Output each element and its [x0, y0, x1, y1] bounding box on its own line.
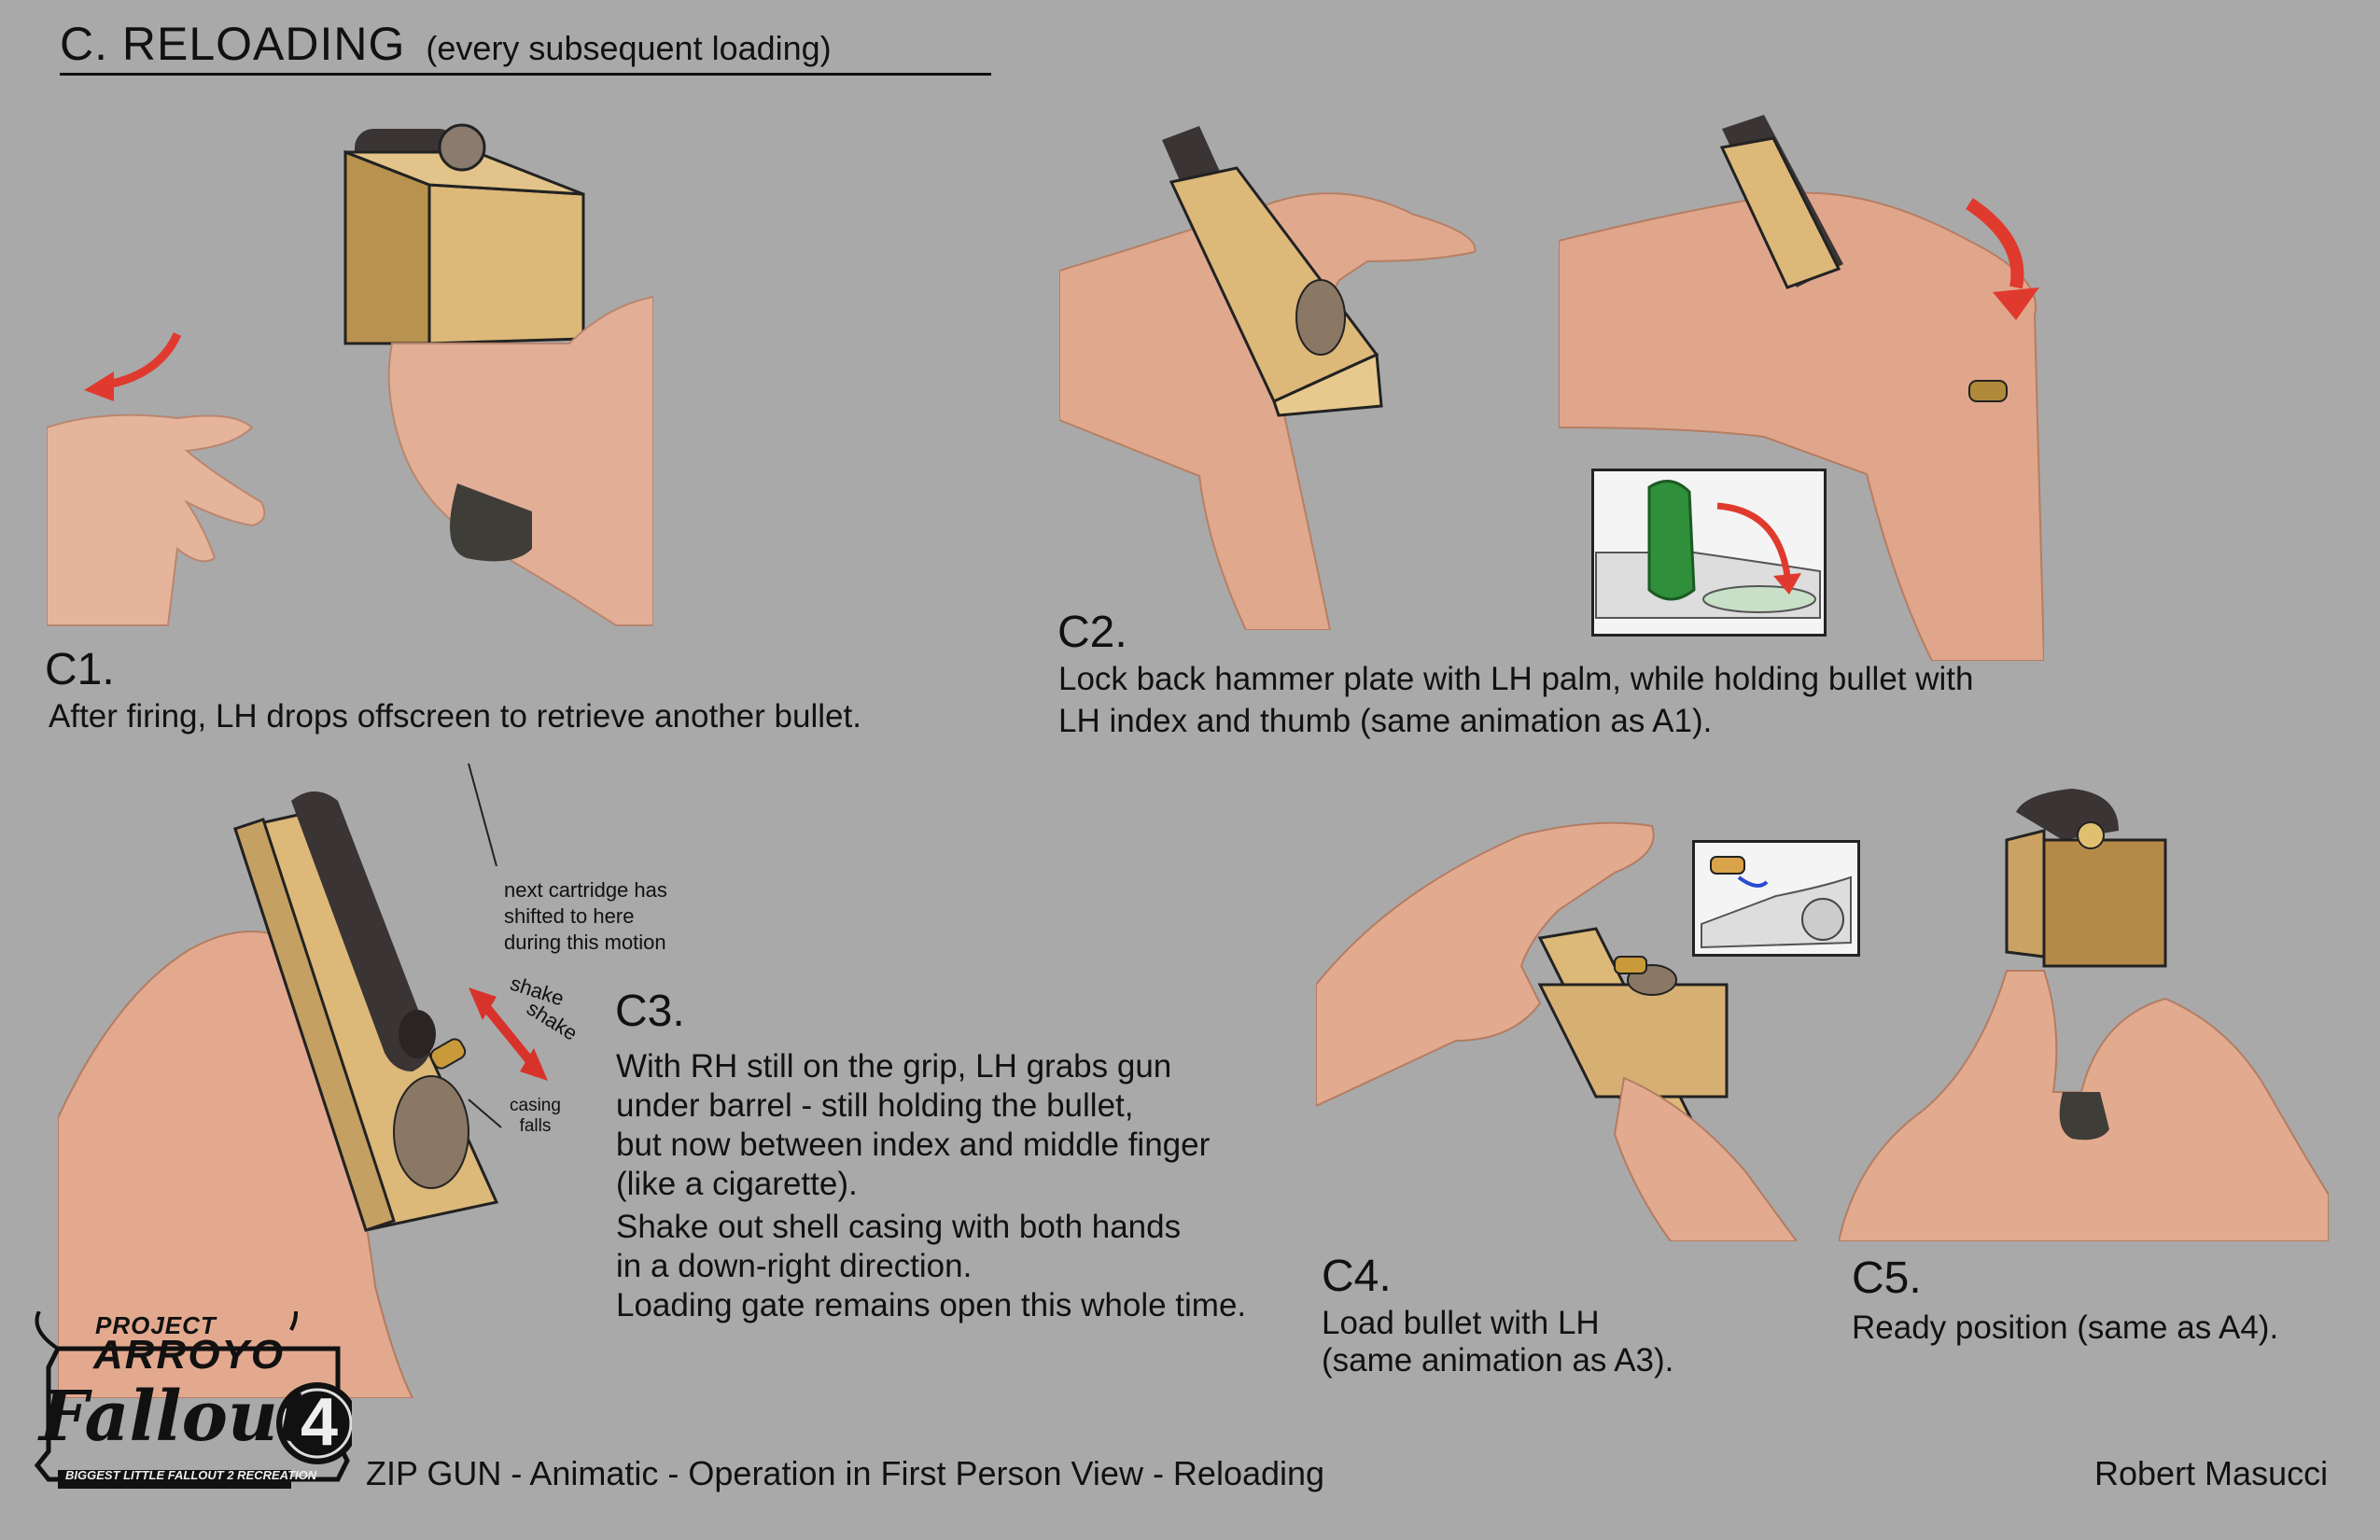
- c4-inset: [1692, 840, 1860, 957]
- c2-description: Lock back hammer plate with LH palm, whi…: [1058, 658, 1973, 742]
- logo-project-text: PROJECT: [95, 1311, 217, 1339]
- project-arroyo-logo: PROJECT ARROYO Fallout 4 BIGGEST LITTLE …: [21, 1311, 352, 1521]
- c3-line: Loading gate remains open this whole tim…: [616, 1287, 1247, 1323]
- section-heading: C. RELOADING: [60, 18, 406, 70]
- c4-label: C4.: [1322, 1252, 1392, 1301]
- c3-line: (like a cigarette).: [616, 1166, 858, 1202]
- note-line: during this motion: [504, 931, 666, 954]
- note-line: casing: [510, 1096, 561, 1115]
- logo-tagline: BIGGEST LITTLE FALLOUT 2 RECREATION: [65, 1468, 317, 1482]
- footer-author: Robert Masucci: [2094, 1454, 2329, 1492]
- c1-label: C1.: [45, 645, 115, 694]
- c2-line: LH index and thumb (same animation as A1…: [1058, 703, 1713, 739]
- c5-label: C5.: [1852, 1253, 1922, 1303]
- logo-fallout-text: Fallout: [39, 1377, 311, 1457]
- c3-line: in a down-right direction.: [616, 1248, 973, 1284]
- c2-label: C2.: [1057, 608, 1127, 657]
- c3-label: C3.: [615, 987, 685, 1036]
- c4-illustration: [1316, 798, 1797, 1241]
- c4-line: Load bullet with LH: [1322, 1305, 1600, 1341]
- section-subtitle: (every subsequent loading): [426, 29, 832, 67]
- c3-line: Shake out shell casing with both hands: [616, 1209, 1182, 1245]
- section-title: C. RELOADING (every subsequent loading): [60, 17, 832, 71]
- c1-arrow-icon: [102, 332, 182, 390]
- hammer-plate-drawing: [1647, 480, 1696, 601]
- c1-grip-drawing: [450, 483, 532, 562]
- left-hand-drawing: [47, 413, 266, 626]
- footer-caption: ZIP GUN - Animatic - Operation in First …: [366, 1454, 1325, 1492]
- c4-bullet-drawing: [1710, 856, 1745, 875]
- right-hand-drawing: [387, 295, 653, 626]
- title-underline: [60, 73, 991, 76]
- logo-frame-icon: [34, 1311, 352, 1489]
- c3-line: With RH still on the grip, LH grabs gun: [616, 1048, 1172, 1085]
- c5-illustration: [1839, 784, 2329, 1241]
- c2-arrow-icon: [1993, 287, 2039, 320]
- next-cartridge-note: next cartridge has shifted to here durin…: [504, 877, 667, 956]
- c3-line: under barrel - still holding the bullet,: [616, 1087, 1134, 1124]
- c2-bullet-drawing: [1968, 380, 2008, 402]
- logo-arroyo-text: ARROYO: [93, 1332, 286, 1378]
- c4-description: Load bullet with LH (same animation as A…: [1322, 1305, 1673, 1379]
- c1-line: After firing, LH drops offscreen to retr…: [49, 698, 861, 735]
- note-line: falls: [519, 1116, 552, 1136]
- c3-illustration: [58, 763, 618, 1398]
- c5-description: Ready position (same as A4).: [1852, 1307, 2278, 1349]
- c4-blue-arrow-icon: [1737, 875, 1769, 888]
- c2-inset-arrow-icon: [1773, 573, 1801, 595]
- c2-illustration-a: [1059, 103, 1484, 630]
- note-line: shifted to here: [504, 904, 635, 928]
- c4-line: (same animation as A3).: [1322, 1342, 1674, 1379]
- note-line: next cartridge has: [504, 878, 667, 902]
- logo-number: 4: [301, 1385, 339, 1460]
- c5-line: Ready position (same as A4).: [1852, 1309, 2279, 1346]
- c1-description: After firing, LH drops offscreen to retr…: [49, 695, 861, 737]
- c1-hammer-drawing: [438, 123, 486, 172]
- c3-description: With RH still on the grip, LH grabs gun …: [616, 1047, 1246, 1325]
- c2-inset: [1591, 469, 1827, 637]
- c2-illustration-b: [1559, 101, 2044, 661]
- c1-arrowhead-icon: [84, 371, 114, 401]
- casing-note: casing falls: [510, 1096, 561, 1137]
- c2-line: Lock back hammer plate with LH palm, whi…: [1058, 661, 1974, 697]
- c1-illustration: [47, 110, 653, 633]
- c3-line: but now between index and middle finger: [616, 1127, 1211, 1163]
